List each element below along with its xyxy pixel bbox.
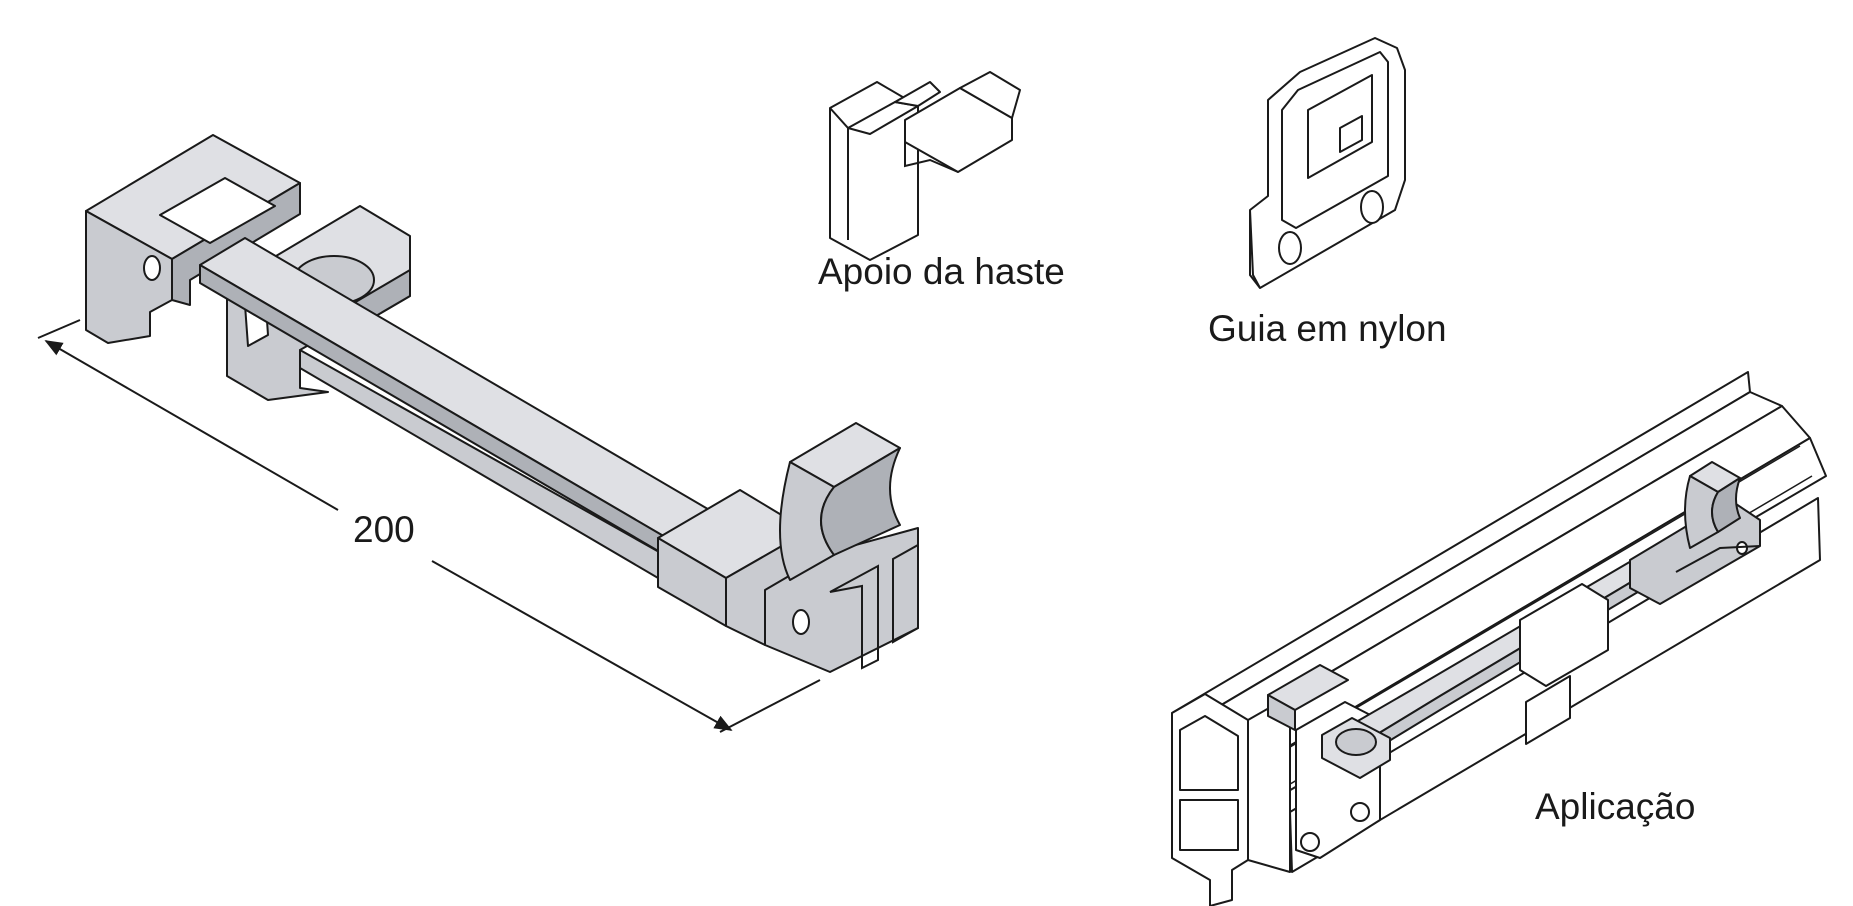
rod-support-part	[829, 71, 1021, 261]
flat-bar	[199, 237, 741, 586]
application-assembly	[1171, 371, 1827, 906]
dimension-marker	[37, 319, 821, 733]
rod-support-label: Apoio da haste	[818, 251, 1065, 292]
nylon-guide-part	[1249, 37, 1406, 289]
end-block	[657, 422, 919, 673]
nylon-guide-label: Guia em nylon	[1208, 308, 1447, 349]
stay-arm-part	[85, 134, 919, 673]
application-label: Aplicação	[1535, 786, 1696, 827]
dimension-label: 200	[353, 509, 415, 550]
